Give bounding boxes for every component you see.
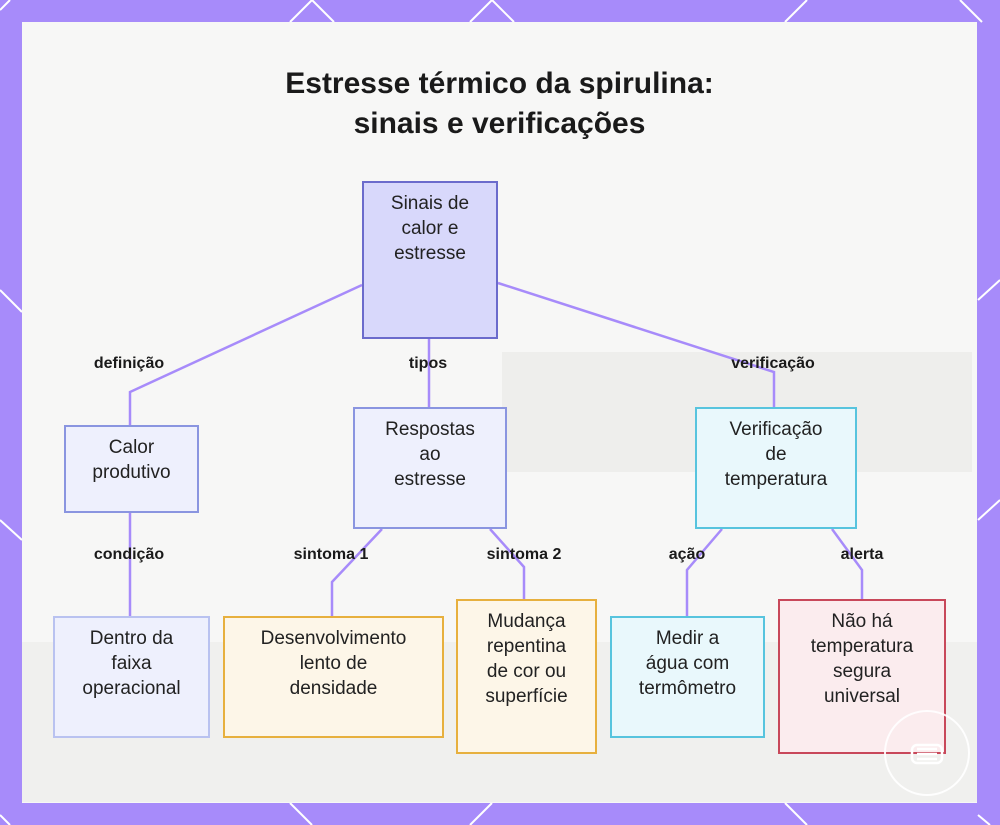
node-text: produtivo [92,462,171,483]
node-text: temperatura [724,469,828,490]
node-text: estresse [394,243,466,264]
edge-symptom2 [489,528,526,599]
node-text: estresse [394,469,466,490]
edge-label-symptom2: sintoma 2 [486,546,562,563]
node-productive-heat: Calor produtivo [64,425,199,513]
node-slow-development: Desenvolvimento lento de densidade [223,616,444,738]
node-text: operacional [82,678,181,699]
edge-symptom1 [330,528,383,616]
edge-label-condition: condição [93,546,165,563]
node-text: faixa [111,653,152,674]
node-text: de cor ou [486,661,567,682]
node-text: termômetro [638,678,737,699]
node-temperature-check: Verificação de temperatura [695,407,857,529]
connector-lines [128,281,864,616]
edge-label-symptom1: sintoma 1 [293,546,369,563]
brand-logo-icon [884,710,970,796]
node-text: superfície [485,686,568,707]
node-text: universal [823,686,901,707]
node-sudden-change: Mudança repentina de cor ou superfície [456,599,597,754]
node-text: Sinais de [390,193,470,214]
diagram-title: Estresse térmico da spirulina: sinais e … [22,64,977,144]
node-text: ao [419,444,441,465]
node-text: Mudança [487,611,566,632]
node-text: Dentro da [89,628,174,649]
node-measure-water: Medir a água com termômetro [610,616,765,738]
node-text: de [765,444,787,465]
edge-label-alert: alerta [840,546,884,563]
edge-alert [830,528,864,599]
node-text: calor e [401,218,459,239]
node-text: Calor [108,437,155,458]
edge-label-types: tipos [408,355,448,372]
node-text: segura [832,661,892,682]
node-text: Desenvolvimento [260,628,407,649]
edge-label-action: ação [668,546,706,563]
node-text: Verificação [729,419,823,440]
title-line: sinais e verificações [353,107,646,140]
edge-verification [497,281,776,407]
node-text: lento de [299,653,368,674]
edge-label-definition: definição [93,355,165,372]
node-text: água com [645,653,730,674]
node-stress-responses: Respostas ao estresse [353,407,507,529]
node-text: Medir a [655,628,720,649]
node-text: temperatura [810,636,914,657]
node-text: densidade [289,678,378,699]
node-text: Respostas [385,419,475,440]
node-text: Não há [831,611,893,632]
node-text: repentina [486,636,567,657]
node-root: Sinais de calor e estresse [362,181,498,339]
diagram-card: Estresse térmico da spirulina: sinais e … [22,22,977,803]
title-line: Estresse térmico da spirulina: [285,67,714,100]
node-operating-range: Dentro da faixa operacional [53,616,210,738]
edge-action [685,528,723,616]
edge-label-verification: verificação [731,355,815,372]
edge-definition [128,283,363,425]
